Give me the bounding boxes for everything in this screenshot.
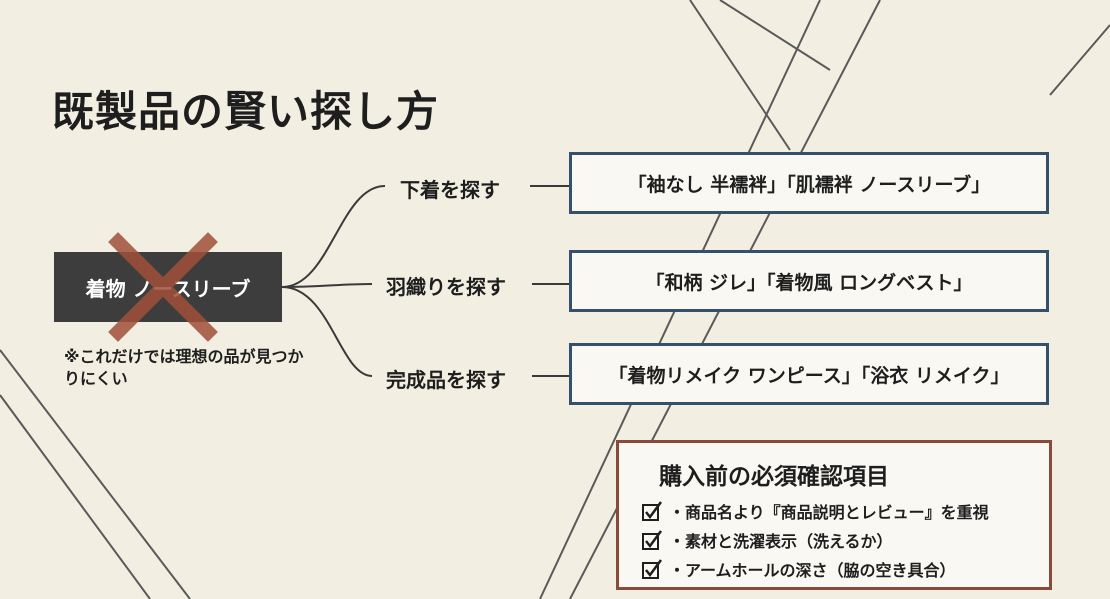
checklist-item: ・商品名より『商品説明とレビュー』を重視: [641, 499, 989, 523]
checkbox-checked-icon: [642, 559, 663, 579]
page-title: 既製品の賢い探し方: [52, 87, 440, 137]
checklist-item-text: ・素材と洗濯表示（洗えるか）: [669, 532, 893, 551]
branch-label-haori: 羽織りを探す: [386, 275, 506, 299]
keyword-box-haori: 「和柄 ジレ」「着物風 ロングベスト」: [569, 250, 1049, 312]
keyword-box-underwear: 「袖なし 半襦袢」「肌襦袢 ノースリーブ」: [569, 152, 1049, 214]
branch-curve-top: [281, 185, 386, 288]
checklist-item: ・素材と洗濯表示（洗えるか）: [641, 528, 893, 552]
checklist-item-text: ・アームホールの深さ（脇の空き具合）: [669, 561, 956, 580]
checkbox-checked-icon: [642, 530, 663, 550]
checklist-item-text: ・商品名より『商品説明とレビュー』を重視: [669, 503, 989, 522]
checklist-title: 購入前の必須確認項目: [659, 464, 889, 490]
checklist-item: ・アームホールの深さ（脇の空き具合）: [641, 557, 956, 581]
cross-out-icon: [108, 232, 218, 342]
keyword-text-underwear: 「袖なし 半襦袢」「肌襦袢 ノースリーブ」: [627, 173, 991, 196]
branch-label-finished: 完成品を探す: [386, 368, 506, 392]
keyword-text-haori: 「和柄 ジレ」「着物風 ロングベスト」: [645, 271, 973, 294]
checklist-box: 購入前の必須確認項目 ・商品名より『商品説明とレビュー』を重視 ・素材と洗濯表示…: [616, 440, 1052, 590]
branch-curve-bottom: [281, 286, 373, 377]
center-note: ※これだけでは理想の品が見つかりにくい: [64, 347, 304, 388]
branch-label-underwear: 下着を探す: [400, 178, 500, 202]
checkbox-checked-icon: [642, 501, 663, 521]
branch-curve-middle: [281, 283, 373, 288]
keyword-box-finished: 「着物リメイク ワンピース」「浴衣 リメイク」: [569, 343, 1049, 405]
keyword-text-finished: 「着物リメイク ワンピース」「浴衣 リメイク」: [608, 364, 1010, 387]
